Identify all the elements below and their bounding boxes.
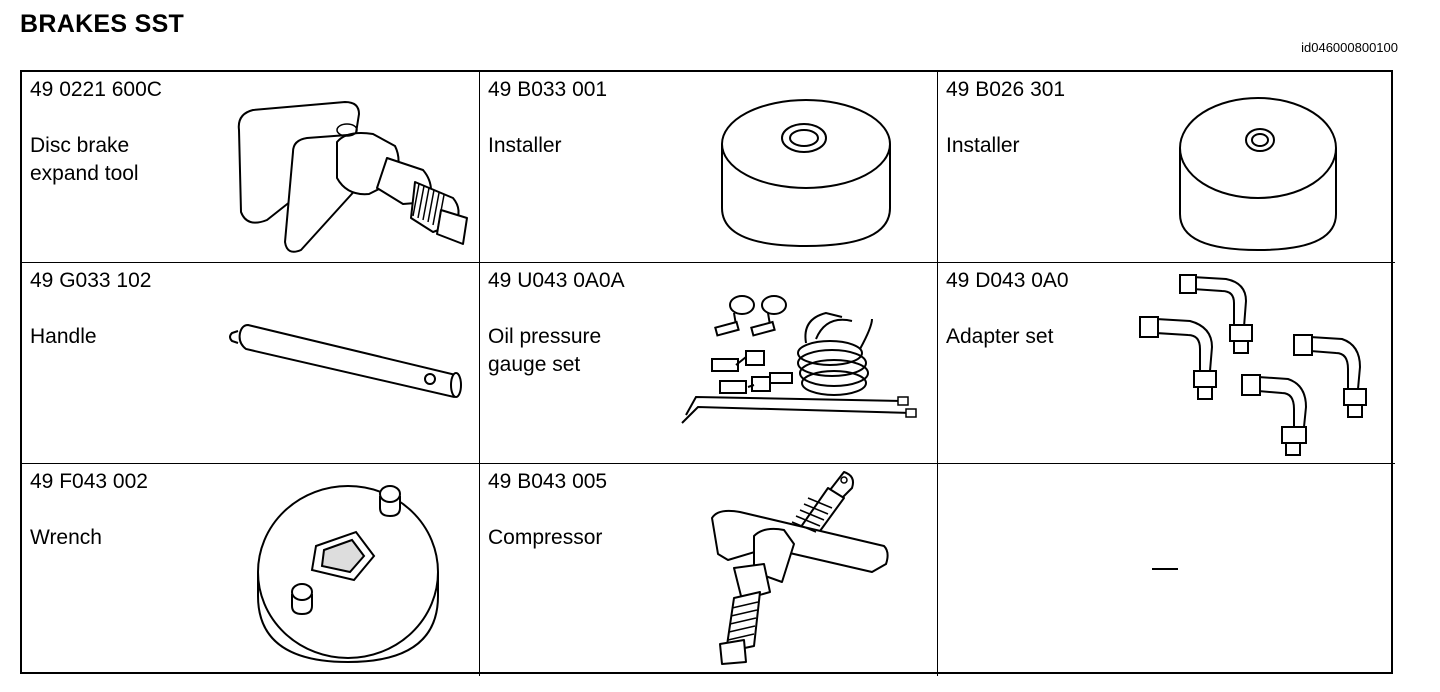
tool-cell-adapter-set: 49 D043 0A0 Adapter set — [938, 263, 1395, 464]
handle-icon — [229, 323, 462, 399]
installer-icon — [721, 99, 891, 248]
tool-name: Compressor — [488, 526, 603, 549]
tool-cell-installer-2: 49 B026 301 Installer — [938, 72, 1395, 263]
tool-code: 49 0221 600C — [30, 78, 162, 101]
sst-table: 49 0221 600C Disc brake expand tool 49 B… — [20, 70, 1395, 676]
tool-code: 49 D043 0A0 — [946, 269, 1069, 292]
oil-pressure-gauge-set-icon — [681, 295, 917, 424]
tool-name: Installer — [946, 134, 1020, 157]
document-id: id046000800100 — [1301, 40, 1398, 55]
page-title: BRAKES SST — [20, 10, 185, 38]
tool-cell-empty: — — [938, 464, 1395, 676]
tool-cell-installer-1: 49 B033 001 Installer — [480, 72, 938, 263]
disc-brake-expand-tool-icon — [237, 101, 468, 253]
tool-cell-oil-pressure-gauge-set: 49 U043 0A0A Oil pressure gauge set — [480, 263, 938, 464]
tool-cell-expand-tool: 49 0221 600C Disc brake expand tool — [22, 72, 480, 263]
tool-name: Installer — [488, 134, 562, 157]
tool-name: Oil pressure gauge set — [488, 325, 602, 376]
tool-code: 49 B033 001 — [488, 78, 608, 101]
tool-name: Disc brake expand tool — [30, 134, 139, 185]
tool-cell-handle: 49 G033 102 Handle — [22, 263, 480, 464]
tool-code: 49 B026 301 — [946, 78, 1066, 101]
tool-code: 49 U043 0A0A — [488, 269, 625, 292]
tool-name: Handle — [30, 325, 97, 348]
tool-cell-wrench: 49 F043 002 Wrench — [22, 464, 480, 676]
compressor-icon — [711, 471, 889, 665]
tool-name: Adapter set — [946, 325, 1054, 348]
wrench-icon — [257, 485, 439, 664]
adapter-set-icon — [1139, 274, 1367, 456]
installer-icon — [1179, 97, 1337, 252]
tool-name: Wrench — [30, 526, 102, 549]
tool-code: 49 B043 005 — [488, 470, 608, 493]
tool-code: 49 F043 002 — [30, 470, 148, 493]
tool-cell-compressor: 49 B043 005 Compressor — [480, 464, 938, 676]
empty-dash — [1152, 568, 1178, 570]
tool-code: 49 G033 102 — [30, 269, 152, 292]
